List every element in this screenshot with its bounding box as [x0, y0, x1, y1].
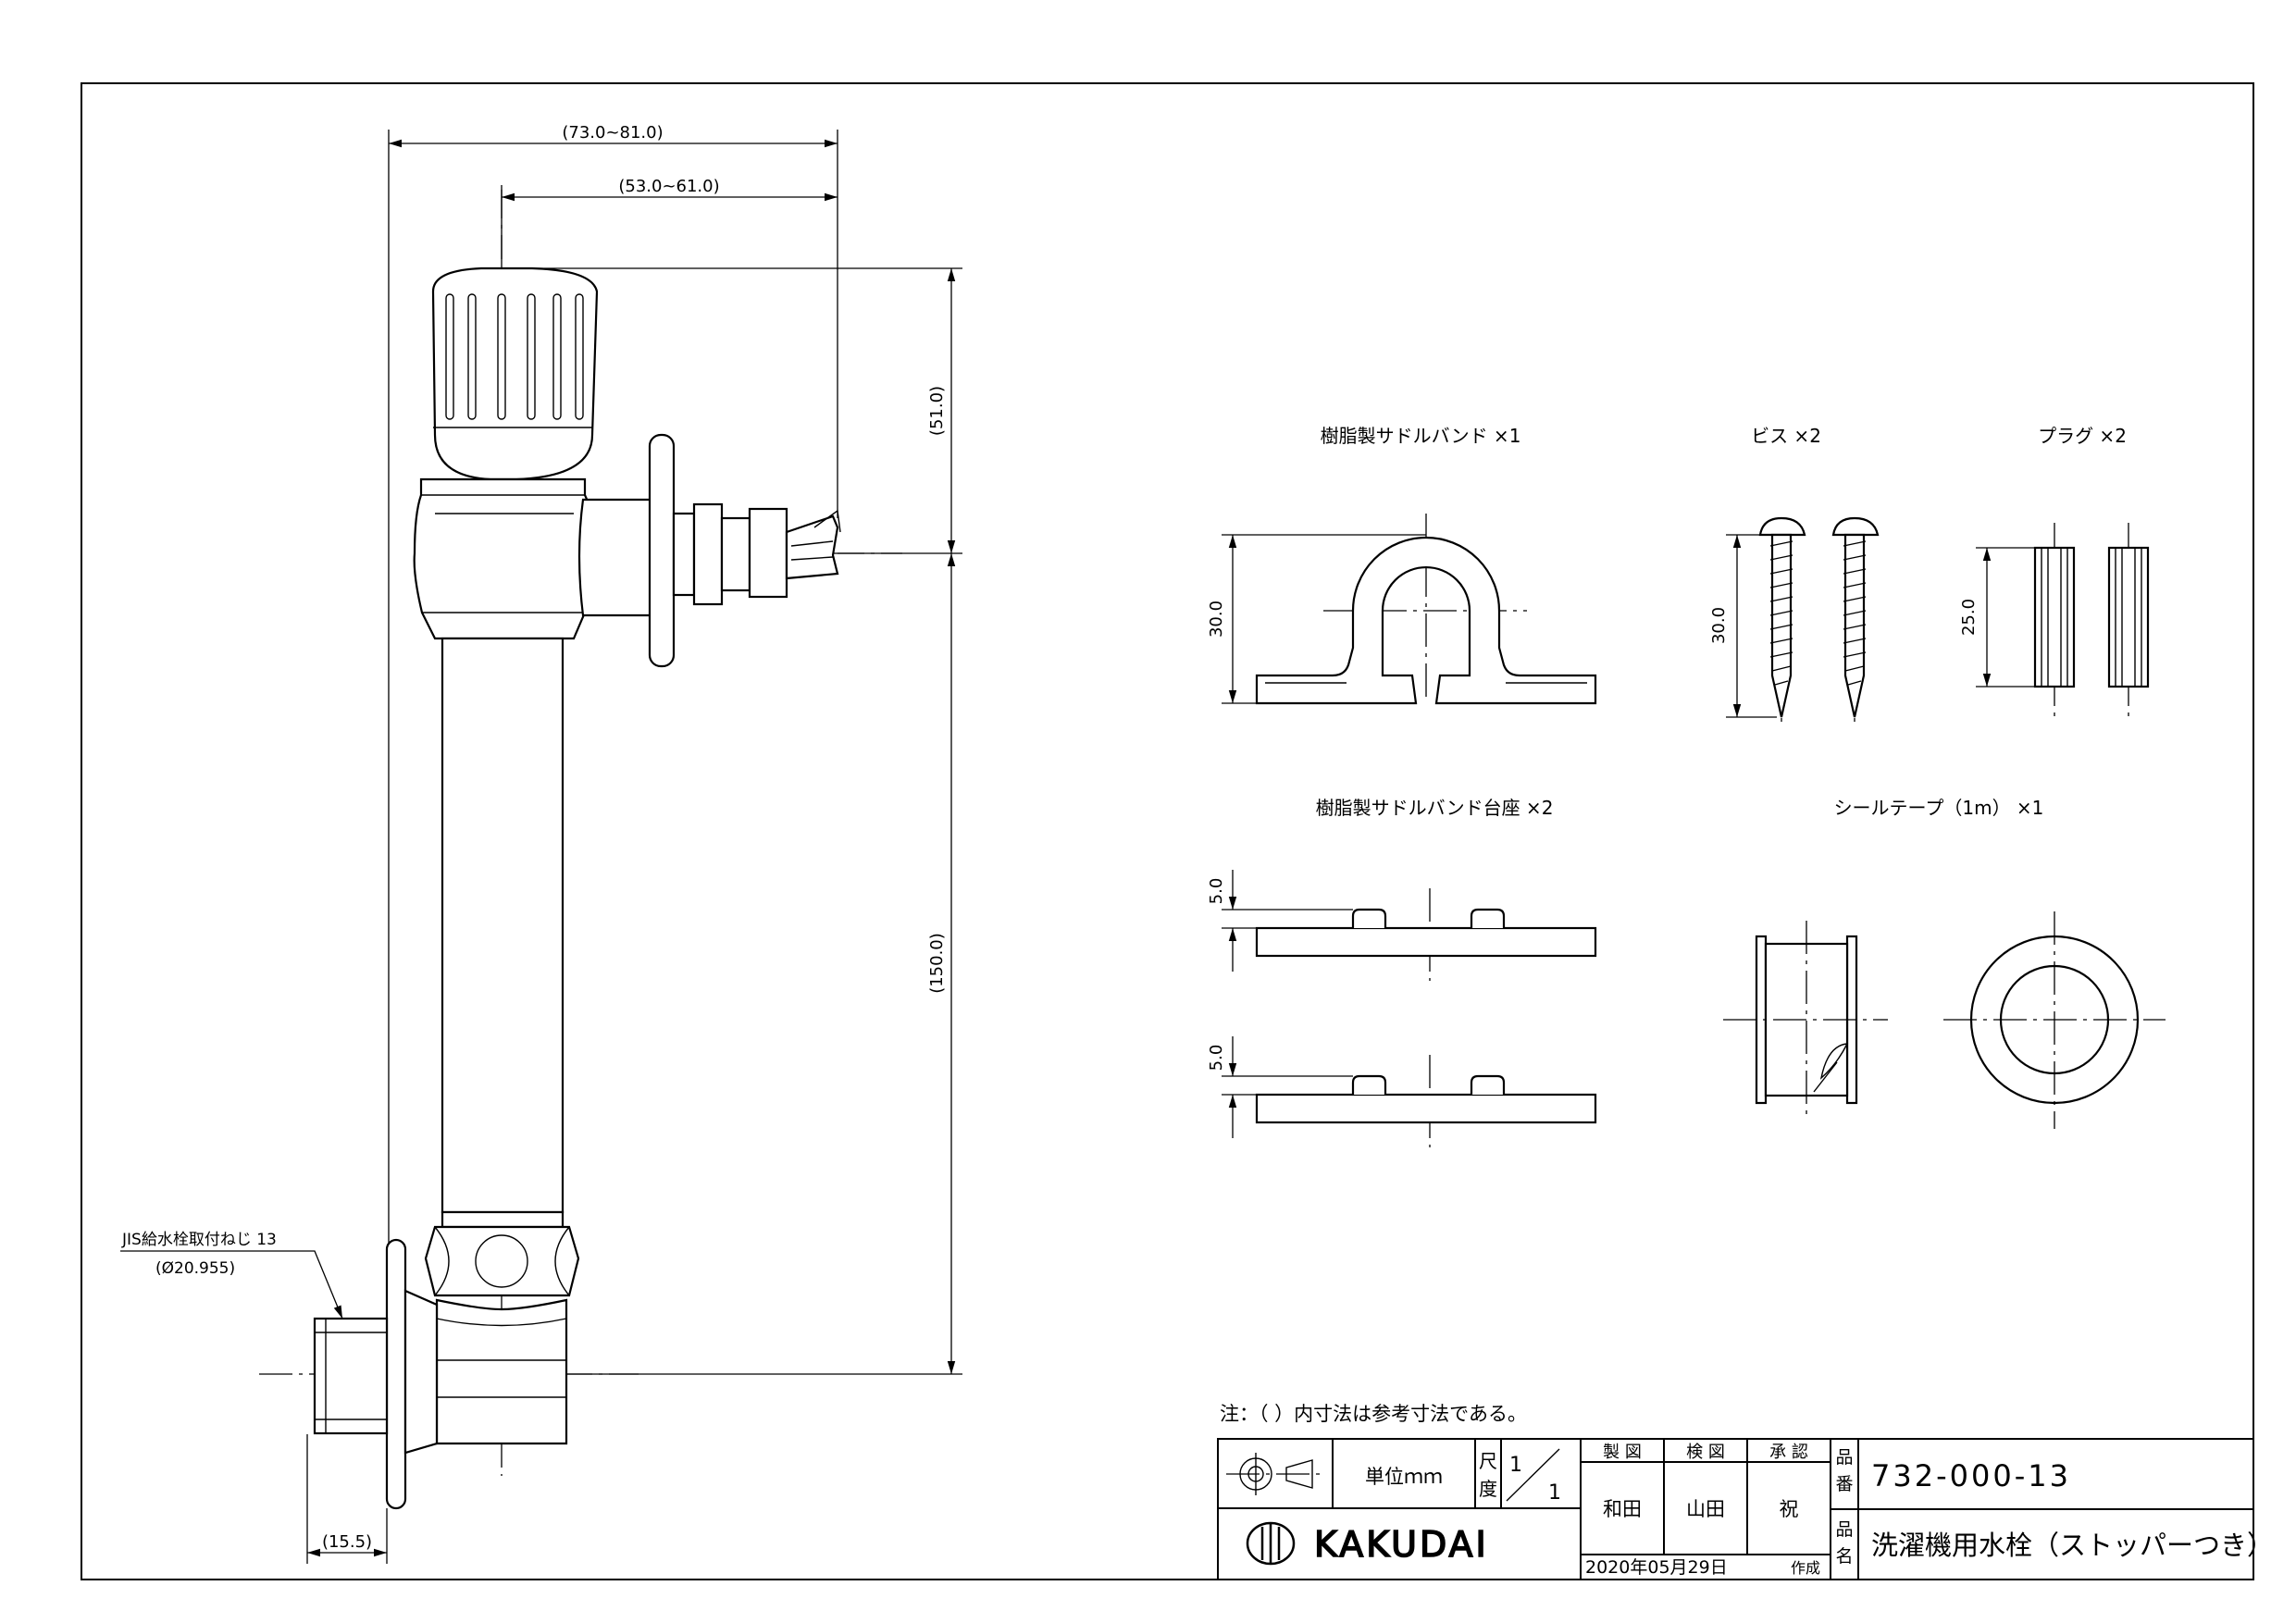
saddle-base-dim-top: 5.0 [1207, 878, 1226, 905]
note-text: 注：（ ）内寸法は参考寸法である。 [1220, 1403, 1527, 1425]
unit-text: 単位ｍｍ [1365, 1466, 1443, 1488]
screw-label: ビス ×2 [1751, 425, 1821, 447]
scale-denominator: 1 [1548, 1481, 1561, 1505]
sheet-border [81, 82, 2254, 1580]
seal-tape-label: シールテープ（1m） ×1 [1834, 797, 2044, 819]
part-no-label-2: 番 [1835, 1474, 1853, 1494]
faucet-drawing [120, 130, 962, 1564]
svg-text:KAKUDAI: KAKUDAI [1314, 1524, 1489, 1565]
dim-lower-height: (150.0) [927, 933, 947, 994]
title-block [1217, 1438, 2254, 1580]
saddle-band-dim: 30.0 [1207, 601, 1226, 638]
thread-label: JIS給水栓取付ねじ 13 [121, 1231, 277, 1249]
saddle-base-dim-bottom: 5.0 [1207, 1045, 1226, 1072]
screw-part [1726, 516, 1880, 722]
creation-date: 2020年05月29日 [1585, 1557, 1728, 1578]
scale-label-1: 尺 [1479, 1450, 1497, 1472]
dim-flange-depth: (15.5) [322, 1532, 372, 1552]
kakudai-logo: KAKUDAI [1246, 1521, 1489, 1566]
part-name: 洗濯機用水栓（ストッパーつき） [1871, 1530, 2274, 1561]
knob-grooves [445, 293, 584, 420]
projection-symbol-icon [1226, 1453, 1323, 1495]
col-approved: 承 認 [1769, 1443, 1808, 1462]
saddle-base-part [1222, 870, 1597, 1147]
seal-tape-part [1723, 911, 2166, 1129]
dim-upper-height: (51.0) [927, 386, 947, 436]
name-checked: 山田 [1686, 1498, 1725, 1520]
scale-numerator: 1 [1509, 1454, 1522, 1477]
screw-dim: 30.0 [1709, 607, 1729, 644]
scale-label-2: 度 [1479, 1478, 1497, 1500]
name-approved: 祝 [1780, 1498, 1799, 1520]
part-no-label-1: 品 [1835, 1447, 1853, 1468]
plug-dim: 25.0 [1959, 599, 1979, 636]
plug-label: プラグ ×2 [2038, 425, 2127, 447]
saddle-base-label: 樹脂製サドルバンド台座 ×2 [1316, 797, 1554, 819]
date-suffix: 作成 [1791, 1559, 1820, 1577]
part-number: 732-000-13 [1871, 1458, 2071, 1493]
dim-overall-width: (73.0~81.0) [562, 123, 663, 142]
saddle-band-part [1222, 514, 1597, 705]
col-made: 製 図 [1603, 1443, 1642, 1462]
name-made: 和田 [1603, 1498, 1642, 1520]
part-name-label-2: 名 [1835, 1546, 1853, 1567]
dim-inner-width: (53.0~61.0) [618, 177, 719, 196]
saddle-band-label: 樹脂製サドルバンド ×1 [1321, 425, 1521, 447]
part-name-label-1: 品 [1835, 1519, 1853, 1540]
plug-part [1976, 523, 2150, 717]
thread-diameter: (Ø20.955) [155, 1259, 235, 1278]
col-checked: 検 図 [1686, 1443, 1725, 1462]
